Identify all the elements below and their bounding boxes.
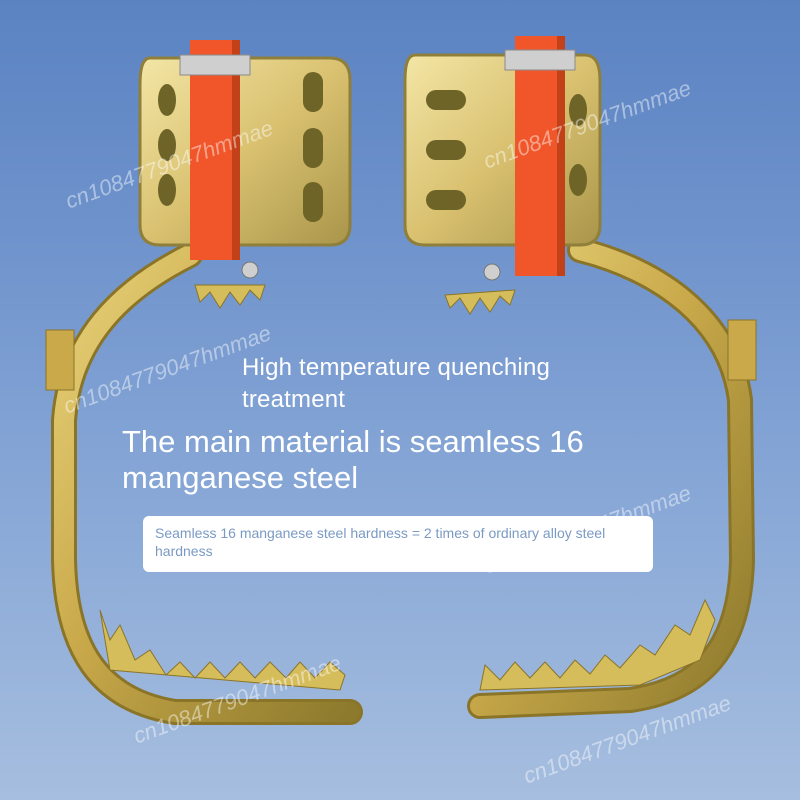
right-foot-plate: [403, 36, 602, 315]
right-spike-hook: [467, 237, 757, 719]
headline-quenching: High temperature quenching treatment: [242, 354, 551, 413]
headline-material: The main material is seamless 16 mangane…: [122, 424, 584, 495]
left-foot-plate: [138, 40, 352, 309]
info-card: Seamless 16 manganese steel hardness = 2…: [143, 516, 653, 572]
info-text: Seamless 16 manganese steel hardness = 2…: [155, 525, 606, 559]
left-spike-hook: [45, 242, 363, 725]
